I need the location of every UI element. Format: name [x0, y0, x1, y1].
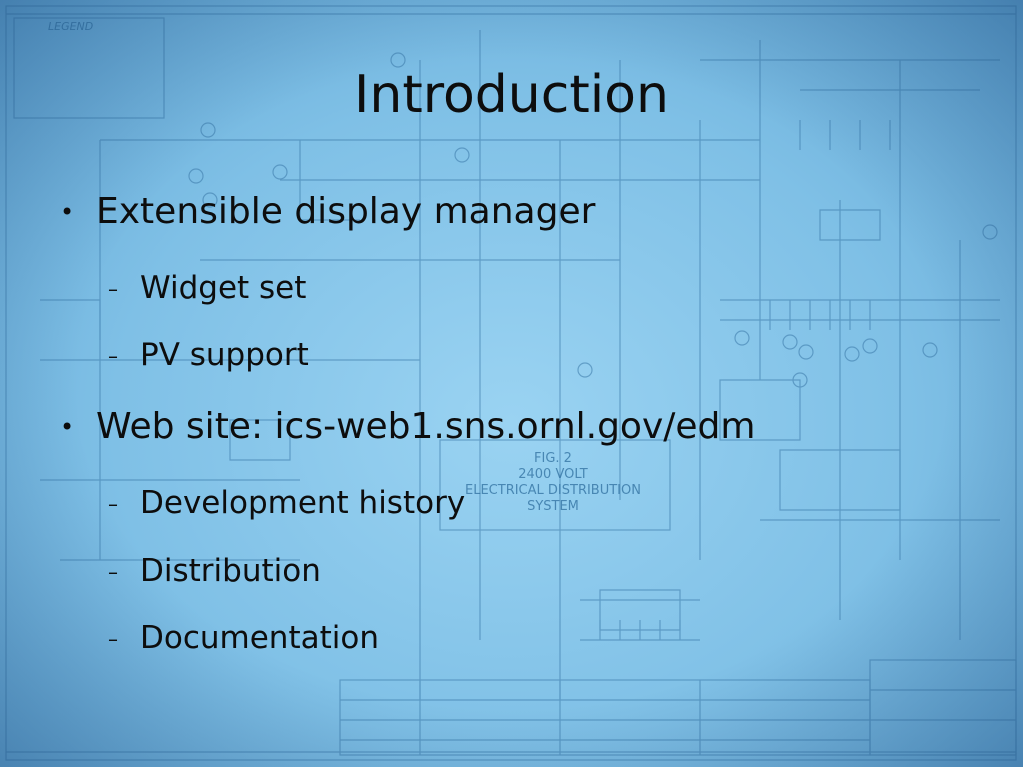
- bullet-text: Extensible display manager: [96, 191, 596, 232]
- bullet-level2: –Distribution: [108, 551, 321, 592]
- bullet-level1: • Extensible display manager: [60, 190, 595, 234]
- bullet-level2: –Development history: [108, 483, 465, 524]
- bullet-text: Web site: ics-web1.sns.ornl.gov/edm: [96, 406, 756, 447]
- figure-caption-line: FIG. 2: [534, 451, 572, 466]
- slide-title: Introduction: [354, 65, 669, 125]
- bullet-marker: –: [108, 492, 118, 516]
- figure-caption: FIG. 2 2400 VOLT ELECTRICAL DISTRIBUTION…: [465, 451, 641, 514]
- bullet-level2: –Documentation: [108, 618, 379, 659]
- bullet-marker: –: [108, 277, 118, 301]
- bullet-text: Widget set: [140, 270, 307, 306]
- bullet-marker: •: [60, 198, 75, 226]
- figure-caption-line: 2400 VOLT: [518, 467, 588, 482]
- bullet-level1: • Web site: ics-web1.sns.ornl.gov/edm: [60, 405, 755, 449]
- bullet-level2: –Widget set: [108, 268, 306, 309]
- bullet-text: PV support: [140, 337, 309, 373]
- bullet-text: Development history: [140, 485, 466, 521]
- legend-heading: LEGEND: [48, 20, 93, 33]
- bullet-level2: –PV support: [108, 335, 309, 376]
- figure-caption-line: SYSTEM: [527, 499, 579, 514]
- figure-caption-line: ELECTRICAL DISTRIBUTION: [465, 483, 641, 498]
- bullet-marker: –: [108, 627, 118, 651]
- bullet-text: Documentation: [140, 620, 379, 656]
- bullet-text: Distribution: [140, 553, 321, 589]
- bullet-marker: –: [108, 344, 118, 368]
- bullet-marker: •: [60, 413, 75, 441]
- bullet-marker: –: [108, 560, 118, 584]
